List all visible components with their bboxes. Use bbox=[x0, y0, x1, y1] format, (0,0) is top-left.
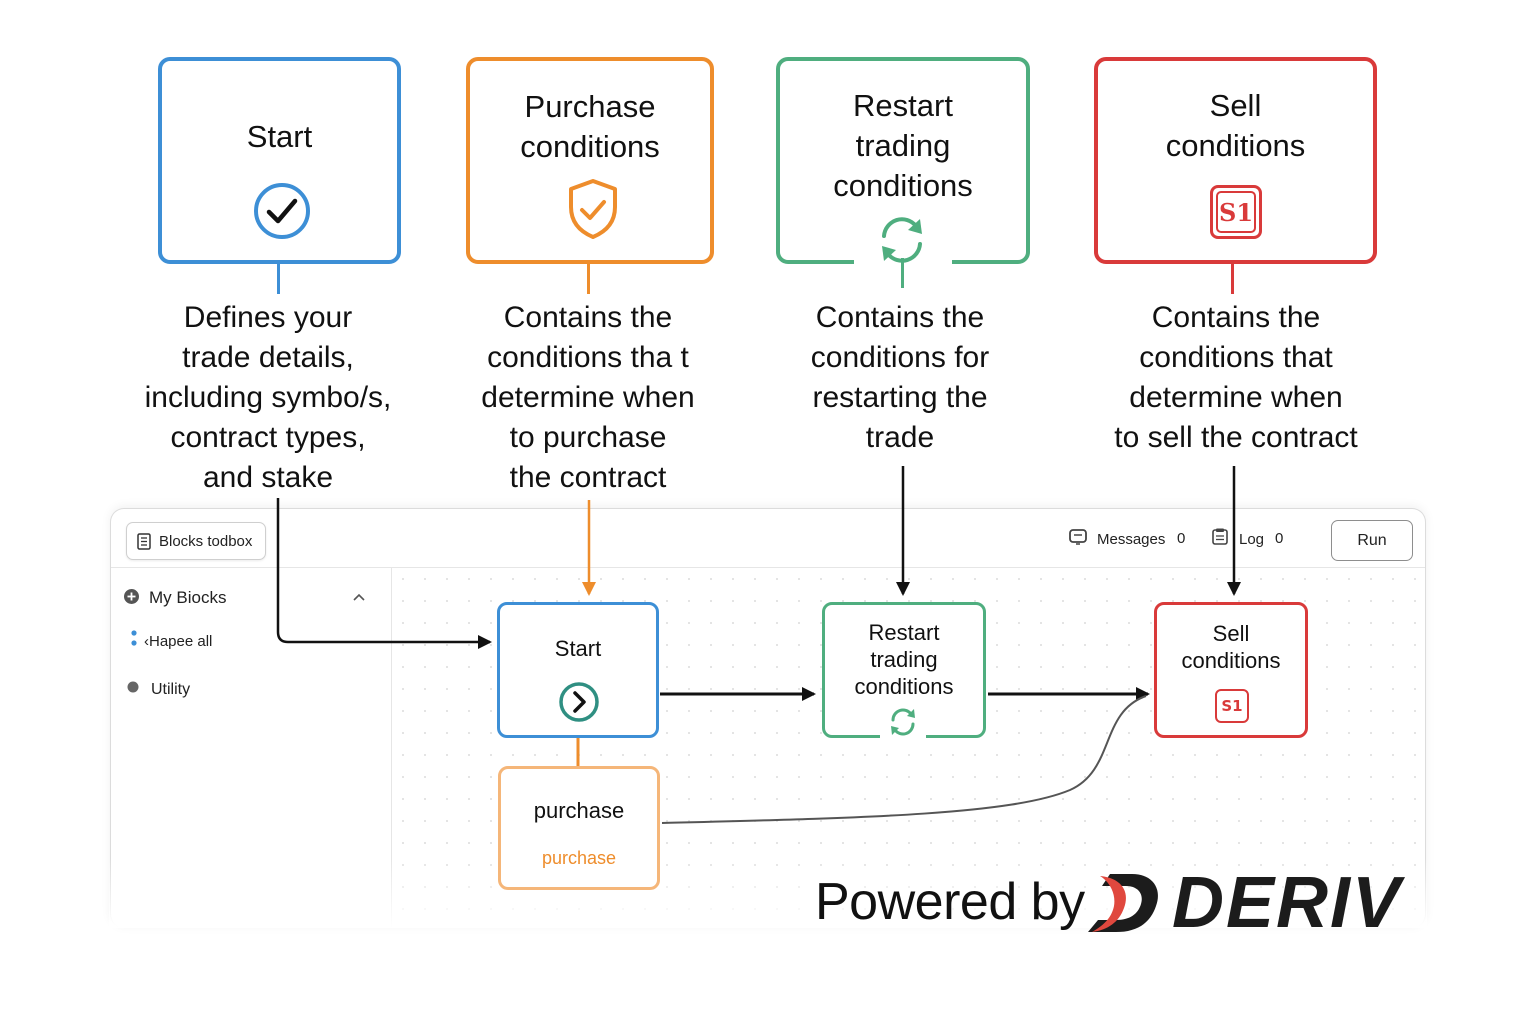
check-circle-icon bbox=[254, 183, 310, 239]
canvas-refresh-icon bbox=[891, 708, 915, 736]
chevron-right-circle-icon bbox=[559, 682, 599, 722]
restart-card-title-line1: Restart bbox=[853, 88, 953, 123]
canvas-start-title: Start bbox=[554, 636, 602, 661]
s1-badge-icon: S1 bbox=[1210, 185, 1262, 239]
log-count: 0 bbox=[1275, 530, 1284, 547]
canvas-sell-title-line1: Sell bbox=[1212, 621, 1250, 646]
plus-circle-icon bbox=[124, 589, 139, 604]
dots-icon bbox=[131, 630, 137, 646]
canvas-sell-block[interactable]: Sell conditions S1 bbox=[1154, 602, 1308, 738]
start-card-connector bbox=[277, 262, 280, 294]
deriv-logo-mark-icon bbox=[1088, 874, 1158, 932]
canvas-purchase-sub: purchase bbox=[541, 848, 617, 868]
document-icon bbox=[137, 532, 151, 550]
sell-card: Sell conditions S1 bbox=[1094, 57, 1377, 264]
shield-check-icon bbox=[569, 179, 617, 239]
toolbar-divider bbox=[111, 567, 1425, 568]
chevron-up-icon[interactable] bbox=[353, 593, 365, 601]
messages-icon bbox=[1069, 529, 1087, 545]
log-button[interactable]: Log bbox=[1239, 531, 1265, 548]
canvas-purchase-block[interactable]: purchase purchase bbox=[498, 766, 660, 890]
start-description: Defines your trade details, including sy… bbox=[144, 301, 392, 494]
canvas-restart-title-line2: trading bbox=[870, 647, 938, 672]
sell-description: Contains the conditions that determine w… bbox=[1114, 301, 1358, 454]
purchase-card: Purchase conditions bbox=[466, 57, 714, 264]
restart-description: Contains the conditions for restarting t… bbox=[810, 301, 990, 454]
sell-card-connector bbox=[1231, 262, 1234, 294]
blocks-toolbox-label: Blocks todbox bbox=[159, 532, 253, 550]
canvas-purchase-title: purchase bbox=[533, 798, 625, 823]
sell-card-title-line2: conditions bbox=[1165, 128, 1306, 163]
purchase-card-title-line1: Purchase bbox=[524, 89, 656, 124]
restart-card-title-line3: conditions bbox=[833, 168, 973, 203]
run-button[interactable]: Run bbox=[1331, 520, 1413, 561]
sidebar-item-hapee-all[interactable]: ‹Hapee all bbox=[144, 633, 213, 650]
start-card: Start bbox=[158, 57, 401, 264]
sidebar-item-utility[interactable]: Utility bbox=[151, 681, 191, 698]
restart-card-title-line2: trading bbox=[855, 128, 951, 163]
purchase-card-connector bbox=[587, 262, 590, 294]
canvas-s1-badge-text: S1 bbox=[1221, 697, 1243, 715]
canvas-restart-title-line3: conditions bbox=[854, 674, 954, 699]
s1-badge-text: S1 bbox=[1218, 197, 1254, 227]
canvas-sell-title-line2: conditions bbox=[1181, 648, 1281, 673]
powered-by-text: Powered by bbox=[815, 873, 1085, 931]
purchase-description: Contains the conditions tha t determine … bbox=[481, 301, 695, 494]
canvas-s1-badge-icon: S1 bbox=[1215, 689, 1249, 723]
purchase-card-title-line2: conditions bbox=[520, 129, 660, 164]
canvas-restart-title-line1: Restart bbox=[868, 620, 940, 645]
run-button-label: Run bbox=[1357, 531, 1387, 549]
start-arrow bbox=[276, 498, 492, 649]
canvas-start-block[interactable]: Start bbox=[497, 602, 659, 738]
refresh-icon bbox=[882, 217, 922, 263]
utility-dot-icon bbox=[127, 681, 139, 693]
sidebar-divider bbox=[391, 567, 392, 928]
deriv-logo-text: DERIV bbox=[1172, 863, 1403, 943]
canvas-restart-block[interactable]: Restart trading conditions bbox=[822, 602, 986, 738]
restart-card: Restart trading conditions bbox=[776, 57, 1030, 264]
blocks-toolbox-button[interactable]: Blocks todbox bbox=[126, 522, 266, 560]
restart-card-connector bbox=[901, 258, 904, 288]
log-icon bbox=[1212, 528, 1228, 545]
panel-fade bbox=[109, 858, 1427, 928]
my-blocks-category[interactable]: My Biocks bbox=[149, 588, 227, 607]
messages-count: 0 bbox=[1177, 530, 1186, 547]
messages-button[interactable]: Messages bbox=[1097, 531, 1166, 548]
sell-card-title-line1: Sell bbox=[1209, 88, 1262, 123]
purchase-to-sell-curve bbox=[661, 695, 1147, 824]
start-card-title: Start bbox=[246, 119, 313, 154]
